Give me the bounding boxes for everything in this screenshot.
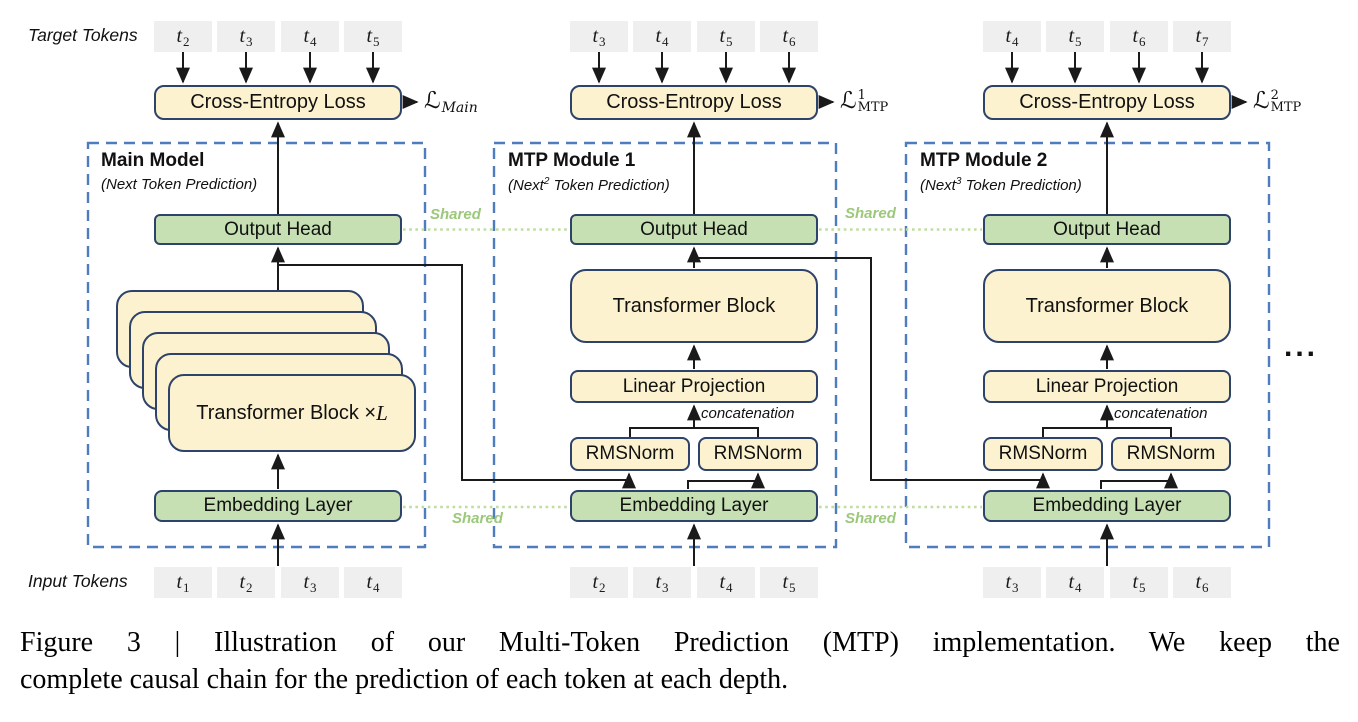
connector-lines bbox=[86, 52, 1271, 566]
mtp2-title: MTP Module 2 bbox=[920, 150, 1048, 171]
shared-label: Shared bbox=[452, 510, 503, 527]
shared-label: Shared bbox=[845, 205, 896, 222]
figure-caption: Figure 3 | Illustration of our Multi-Tok… bbox=[20, 624, 1340, 698]
linear-projection-mtp1: Linear Projection bbox=[570, 370, 818, 403]
concatenation-label: concatenation bbox=[1114, 405, 1208, 422]
output-head-main: Output Head bbox=[154, 214, 402, 245]
concatenation-label: concatenation bbox=[701, 405, 795, 422]
main-model-arrows bbox=[176, 52, 636, 566]
mtp1-subtitle: (Next2 Token Prediction) bbox=[508, 176, 670, 194]
main-model-title: Main Model bbox=[101, 150, 205, 171]
embedding-layer-mtp2: Embedding Layer bbox=[983, 490, 1231, 522]
output-head-mtp2: Output Head bbox=[983, 214, 1231, 245]
mtp1-arrows bbox=[592, 52, 1050, 566]
shared-label: Shared bbox=[845, 510, 896, 527]
cross-entropy-loss-mtp2: Cross-Entropy Loss bbox=[983, 85, 1231, 120]
mtp1-title: MTP Module 1 bbox=[508, 150, 636, 171]
caption-line-2: complete causal chain for the prediction… bbox=[20, 664, 789, 695]
embedding-layer-main: Embedding Layer bbox=[154, 490, 402, 522]
input-tokens-label: Input Tokens bbox=[28, 571, 128, 591]
rmsnorm-right-mtp1: RMSNorm bbox=[698, 437, 818, 471]
target-tokens-label: Target Tokens bbox=[28, 25, 138, 45]
transformer-block-mtp1: Transformer Block bbox=[570, 269, 818, 343]
rmsnorm-left-mtp1: RMSNorm bbox=[570, 437, 690, 471]
cross-entropy-loss-main: Cross-Entropy Loss bbox=[154, 85, 402, 120]
cross-entropy-loss-mtp1: Cross-Entropy Loss bbox=[570, 85, 818, 120]
module-borders bbox=[86, 141, 1271, 549]
embedding-layer-mtp1: Embedding Layer bbox=[570, 490, 818, 522]
shared-label: Shared bbox=[430, 206, 481, 223]
rmsnorm-right-mtp2: RMSNorm bbox=[1111, 437, 1231, 471]
mtp2-arrows bbox=[1005, 52, 1248, 566]
shared-links bbox=[403, 228, 982, 509]
transformer-block-mtp2: Transformer Block bbox=[983, 269, 1231, 343]
more-modules-ellipsis: ... bbox=[1284, 330, 1319, 363]
main-model-subtitle: (Next Token Prediction) bbox=[101, 176, 258, 193]
mtp2-subtitle: (Next3 Token Prediction) bbox=[920, 176, 1082, 194]
rmsnorm-left-mtp2: RMSNorm bbox=[983, 437, 1103, 471]
caption-line-1: Figure 3 | Illustration of our Multi-Tok… bbox=[20, 627, 1340, 658]
linear-projection-mtp2: Linear Projection bbox=[983, 370, 1231, 403]
output-head-mtp1: Output Head bbox=[570, 214, 818, 245]
transformer-stack-front: Transformer Block × L bbox=[168, 374, 416, 452]
